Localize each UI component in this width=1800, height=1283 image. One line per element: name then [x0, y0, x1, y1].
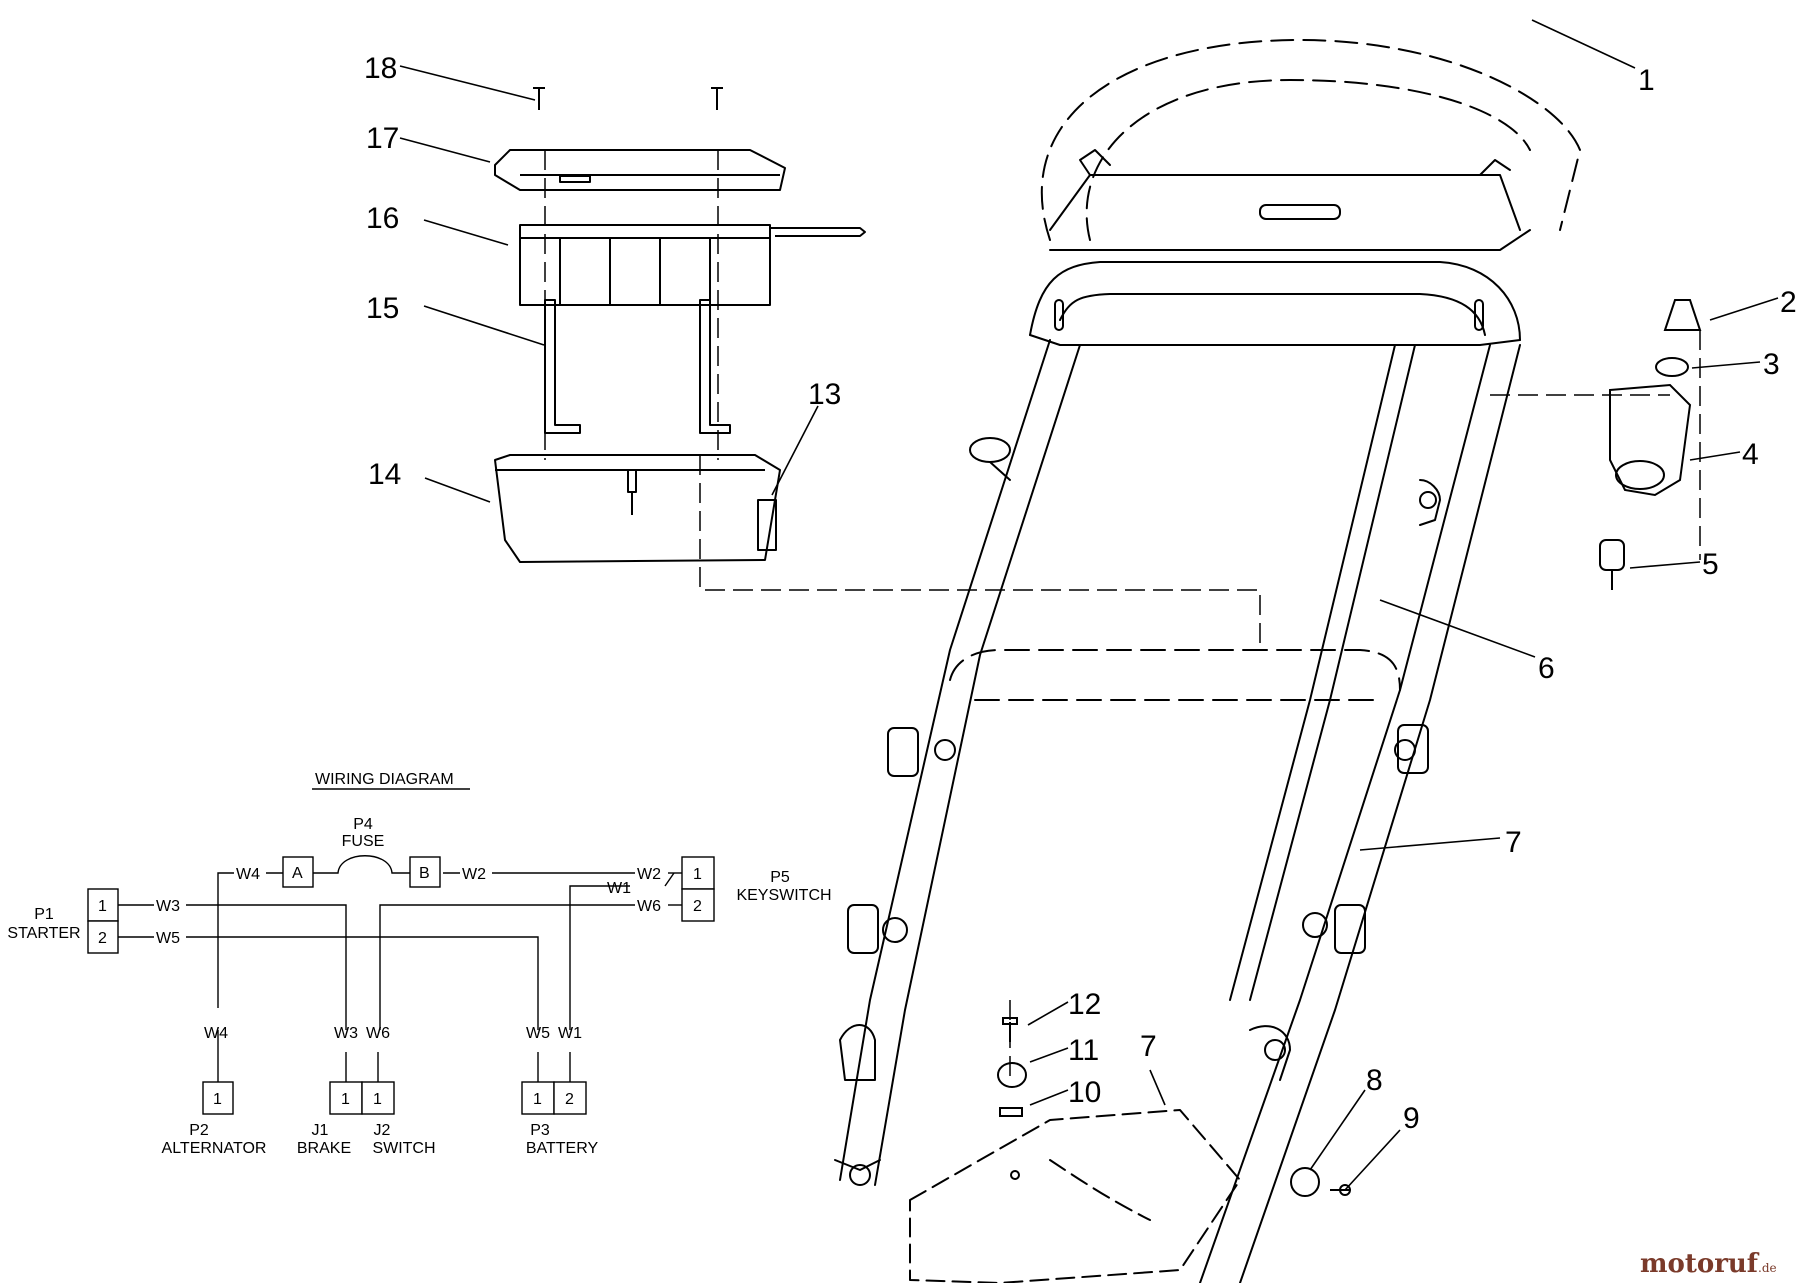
callout-14: 14	[368, 458, 401, 491]
battery-pin-1: 1	[533, 1091, 542, 1108]
callout-8: 8	[1366, 1064, 1383, 1097]
switch-id: J2	[374, 1122, 391, 1139]
callout-2: 2	[1780, 286, 1797, 319]
callout-5: 5	[1702, 548, 1719, 581]
battery-id: P3	[530, 1122, 550, 1139]
wires	[116, 855, 682, 1082]
battery-box-assembly	[494, 87, 866, 563]
washer-icon	[1655, 357, 1689, 377]
brake-pin-1: 1	[341, 1091, 350, 1108]
watermark-logo: motoruf.de	[1640, 1249, 1777, 1279]
starter-name: STARTER	[7, 925, 80, 942]
alternator-pin-1: 1	[213, 1091, 222, 1108]
wire-label-w1-key: W1	[607, 880, 631, 897]
hold-down-strap-icon	[544, 299, 731, 434]
alternator-id: P2	[189, 1122, 209, 1139]
callout-7-lower: 7	[1140, 1030, 1157, 1063]
callout-17: 17	[366, 122, 399, 155]
fuse-id: P4	[353, 816, 373, 833]
wire-label-w2-top: W2	[462, 866, 486, 883]
callout-16: 16	[366, 202, 399, 235]
callout-11: 11	[1068, 1034, 1099, 1067]
battery-tray-icon	[494, 454, 781, 563]
wire-label-w5-starter: W5	[156, 930, 180, 947]
battery-name: BATTERY	[526, 1140, 599, 1157]
alternator-name: ALTERNATOR	[162, 1140, 267, 1157]
wiring-diagram: WIRING DIAGRAM	[7, 771, 831, 1157]
cover-screw-icon	[533, 87, 723, 110]
fuse-terminal-a: A	[292, 865, 303, 882]
screw-icon	[1330, 1184, 1351, 1196]
clamp-icon	[997, 1062, 1027, 1088]
wire-label-w4-top: W4	[236, 866, 260, 883]
callout-10: 10	[1068, 1076, 1101, 1109]
wire-label-w3-starter: W3	[156, 898, 180, 915]
battery-cover-icon	[494, 149, 786, 191]
keyswitch-name: KEYSWITCH	[736, 887, 831, 904]
switch-pin-1: 1	[373, 1091, 382, 1108]
battery-icon	[519, 224, 866, 306]
starter-pin-1: 1	[98, 898, 107, 915]
callout-12: 12	[1068, 988, 1101, 1021]
knob-icon	[1663, 299, 1702, 331]
starter-pin-2: 2	[98, 930, 107, 947]
wire-label-w2-key: W2	[637, 866, 661, 883]
starter-id: P1	[34, 906, 54, 923]
switch-name: SWITCH	[372, 1140, 435, 1157]
wire-label-w6-bottom: W6	[366, 1025, 390, 1042]
callout-3: 3	[1763, 348, 1780, 381]
watermark-brand: motoruf.de	[1640, 1249, 1777, 1279]
callout-4: 4	[1742, 438, 1759, 471]
keyswitch-pin-1: 1	[693, 866, 702, 883]
callout-7-upper: 7	[1505, 826, 1522, 859]
callout-1: 1	[1638, 64, 1655, 97]
keyswitch-icon	[1599, 539, 1625, 590]
battery-pin-2: 2	[565, 1091, 574, 1108]
bolt-icon	[1002, 1017, 1018, 1042]
brake-id: J1	[312, 1122, 329, 1139]
control-parts	[997, 299, 1702, 1197]
callout-numbers: 1 2 3 4 5 6 7 7 8 9 10 11 12 13 14 15 16…	[364, 52, 1797, 1135]
callout-13: 13	[808, 378, 841, 411]
keyswitch-id: P5	[770, 869, 790, 886]
fuse-name: FUSE	[342, 833, 385, 850]
handle-assembly-drawing	[834, 39, 1581, 1283]
wiring-diagram-title: WIRING DIAGRAM	[315, 771, 454, 788]
keyswitch-pin-2: 2	[693, 898, 702, 915]
callout-9: 9	[1403, 1102, 1420, 1135]
wire-label-w5-bottom: W5	[526, 1025, 550, 1042]
wire-label-w1-bottom: W1	[558, 1025, 582, 1042]
callout-18: 18	[364, 52, 397, 85]
wire-label-w3-bottom: W3	[334, 1025, 358, 1042]
wire-label-w6-key: W6	[637, 898, 661, 915]
wire-label-w4-bottom: W4	[204, 1025, 228, 1042]
callout-leaders	[399, 19, 1779, 1191]
spacer-icon	[999, 1107, 1023, 1117]
switch-housing-icon	[1609, 383, 1692, 497]
brake-name: BRAKE	[297, 1140, 351, 1157]
callout-6: 6	[1538, 652, 1555, 685]
cable-clamp-icon	[1290, 1167, 1320, 1197]
callout-15: 15	[366, 292, 399, 325]
connector-boxes	[87, 856, 715, 1115]
fuse-terminal-b: B	[419, 865, 430, 882]
